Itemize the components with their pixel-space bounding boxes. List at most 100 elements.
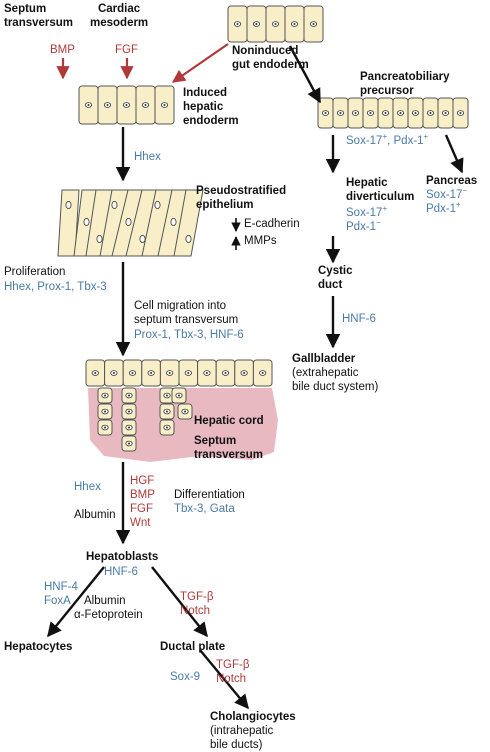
ductal-plate-to-cholangiocytes-arrow [199,649,249,710]
hd-sox17-marker: Sox-17+ [346,204,388,220]
hepatic-cord-cell [171,387,187,404]
hgf-label: HGF [130,475,155,487]
pancreatobiliary-cells [317,97,469,129]
hepatoblasts-to-ductal-plate-arrow [151,566,208,638]
hepatic-cord-cells [97,387,193,452]
cardiac-mesoderm-label: Cardiac mesoderm [90,3,149,29]
hepatic-sheet-cell [85,359,106,387]
ductal-plate-label: Ductal plate [160,641,226,653]
cell-migration-label: Cell migration into septum transversum [134,300,239,326]
fgf-label: FGF [115,44,138,56]
hepatic-cord-cell [177,403,193,420]
induced-endoderm-cells [78,85,175,125]
sox9-label: Sox-9 [170,671,201,683]
pancreatobiliary-cell [362,97,379,129]
hepatic-cord-cell [97,419,113,436]
pb-pdx1: Pdx-1 [393,135,424,147]
hnf6-label-2: HNF-6 [342,313,376,325]
foxa-label: FoxA [44,595,71,607]
albumin-label-2: Albumin [84,595,126,607]
pancreas-label: Pancreas [426,175,478,187]
hepatic-sheet-cell [141,359,161,387]
proliferation-label: Proliferation [4,266,66,278]
noninduced-cell [303,5,324,43]
pb-sox17-sign: + [382,132,388,142]
hepatic-sheet-cell [104,359,124,387]
hnf4-label: HNF-4 [44,581,78,593]
hd-sox17-sign: + [382,204,388,214]
extrahepatic-label: (extrahepatic bile duct system) [292,367,379,393]
induced-cell [154,85,175,125]
pancreatobiliary-cell [377,97,394,129]
differentiation-label: Differentiation [174,489,245,501]
pancreatobiliary-cell [452,97,469,129]
migration-factors-label: Prox-1, Tbx-3, HNF-6 [134,329,244,341]
albumin-label-1: Albumin [74,509,116,521]
hepatic-sheet-cell [159,359,180,387]
cystic-duct-label: Cystic duct [318,265,353,291]
tgfb-label-1: TGF-β [180,591,214,603]
hepatic-cord-cell [159,419,175,436]
hepatic-sheet-cell [234,359,254,387]
hepatic-sheet-cell [252,359,273,387]
hepatoblasts-to-hepatocytes-arrow [47,566,105,638]
hhex-label-1: Hhex [134,151,161,163]
pseudostratified-cell [173,189,204,257]
noninduced-to-pancreatobiliary-arrow [288,45,322,104]
pancreatobiliary-cell [422,97,439,129]
mmps-label: MMPs [244,235,277,247]
e-cadherin-label: E-cadherin [244,218,300,230]
induced-hepatic-endoderm-label: Induced hepatic endoderm [183,87,239,127]
pb-pdx1-sign: + [423,132,429,142]
induced-cell [116,85,137,125]
hd-pdx1-sign: − [376,218,381,228]
pa-pdx1-sign: + [456,200,461,210]
tgfb-label-2: TGF-β [216,659,250,671]
pancreatobiliary-markers: Sox-17+, Pdx-1+ [346,132,429,148]
pancreatobiliary-cell [317,97,334,129]
bmp-label-2: BMP [130,489,155,501]
pseudostratified-epithelium-label: Pseudostratified epithelium [196,185,287,211]
septum-transversum-label: Septum transversum [4,3,74,29]
pb-sox17: Sox-17 [346,135,383,147]
pancreatobiliary-cell [407,97,424,129]
hepatic-cord-label: Hepatic cord [194,415,264,427]
noninduced-cell [246,5,267,43]
hd-pdx1-marker: Pdx-1− [346,218,381,234]
pb-sep: , [387,135,394,147]
hepatic-sheet-cells [85,359,273,387]
proliferation-factors-label: Hhex, Prox-1, Tbx-3 [4,281,107,293]
induced-cell [78,85,99,125]
noninduced-to-induced-arrow [171,43,229,83]
fgf-label-2: FGF [130,503,153,515]
hepatic-diverticulum-label: Hepatic diverticulum [346,177,415,203]
hepatic-cord-cell [121,387,137,404]
intrahepatic-label: (intrahepatic bile ducts) [210,725,274,751]
hepatocytes-label: Hepatocytes [4,641,73,653]
hepatic-sheet-cell [197,359,217,387]
afp-label: α-Fetoprotein [74,609,143,621]
notch-label-1: Notch [180,605,211,617]
wnt-label: Wnt [130,517,151,529]
hepatic-cord-cell [121,419,137,436]
pa-sox17-sign: − [462,186,468,196]
noninduced-cell [265,5,286,43]
noninduced-endoderm-cells [227,5,324,43]
pa-pdx1: Pdx-1 [426,203,457,215]
noninduced-cell [284,5,305,43]
hnf6-label-1: HNF-6 [104,566,138,578]
pseudostratified-epithelium-cells [57,189,204,257]
hepatic-sheet-cell [178,359,199,387]
hepatic-cord-cell [97,403,113,420]
hepatic-cord-cell [97,387,113,404]
notch-label-2: Notch [216,673,247,685]
pancreatobiliary-precursor-label: Pancreatobiliary precursor [360,71,450,97]
hepatic-cord-cell [159,387,175,404]
pancreatobiliary-cell [332,97,349,129]
hepatoblasts-label: Hepatoblasts [86,551,159,563]
pancreatobiliary-to-pancreas-arrow [444,134,464,174]
bmp-label: BMP [50,44,75,56]
hepatic-cord-cell [121,403,137,420]
pancreatobiliary-cell [437,97,454,129]
